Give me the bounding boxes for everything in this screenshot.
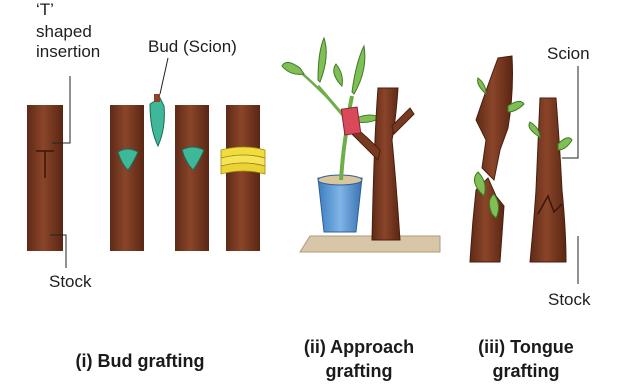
yellow-tape-wrap [221,147,265,174]
caption-approach-line2: grafting [296,360,422,382]
stock-stem-3 [175,105,209,251]
stock-stem-4 [226,105,260,251]
stock-stem-2 [110,105,144,251]
flower-pot [318,178,362,232]
approach-grafting-panel [282,38,440,252]
scion-label-right: Scion [547,44,590,64]
stock-label-right: Stock [548,290,591,310]
caption-approach-line1: (ii) Approach [296,336,422,358]
leaf [558,138,572,150]
joined-graft [530,98,566,262]
scion-bud-tip [154,94,160,102]
caption-bud-grafting: (i) Bud grafting [60,350,220,372]
tongue-grafting-panel [470,56,578,284]
bud-grafting-panel [27,58,265,268]
scion-piece [476,56,513,180]
scion-bud [150,98,164,146]
t-label-line1: ‘T’ [36,0,54,20]
caption-tongue-line1: (iii) Tongue [466,336,586,358]
bud-scion-label: Bud (Scion) [148,37,237,57]
scion-pointer-line [160,58,168,94]
leaf [334,64,343,86]
red-tape-wrap [341,107,360,135]
leaf [282,62,304,74]
t-label-line3: insertion [36,42,100,62]
tree-trunk [372,88,400,240]
stock-piece [470,178,504,262]
caption-tongue-line2: grafting [466,360,586,382]
leaf [318,38,326,82]
leaf [352,46,365,94]
ground [300,236,440,252]
stock-label-left: Stock [49,272,92,292]
t-label-line2: shaped [36,22,92,42]
leaf [529,122,540,138]
leaf [478,78,486,94]
